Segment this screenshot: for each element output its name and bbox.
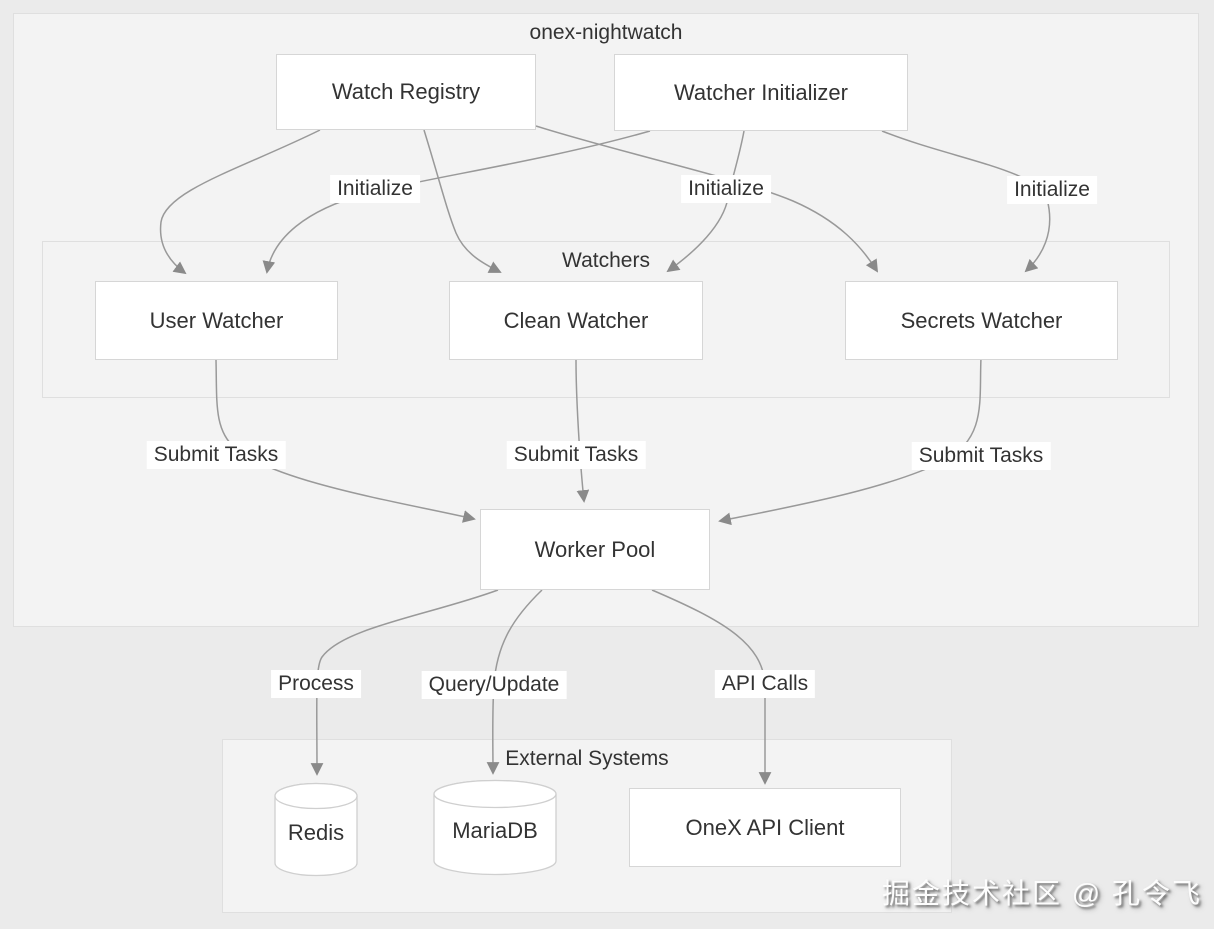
watermark: 掘金技术社区 @ 孔令飞 [882,878,1202,909]
group-title-watchers: Watchers [562,249,650,272]
node-label-redis: Redis [287,819,345,845]
group-title-external-systems: External Systems [505,747,669,770]
node-label-worker-pool: Worker Pool [534,536,656,562]
group-title-onex-nightwatch: onex-nightwatch [529,21,683,44]
node-label-mariadb: MariaDB [452,817,538,843]
edge-secrets-watcher-worker-pool [718,357,982,526]
node-watch-registry: Watch Registry [276,54,536,130]
edge-watch-registry-user-watcher [159,129,321,275]
edge-clean-watcher-worker-pool [575,359,590,503]
edge-label-initialize-2: Initialize [681,175,771,203]
edge-worker-pool-redis [310,589,499,776]
edge-label-api-calls: API Calls [714,670,816,698]
node-label-clean-watcher: Clean Watcher [503,307,649,333]
edge-label-initialize-3: Initialize [1007,176,1097,204]
node-worker-pool: Worker Pool [480,509,710,590]
node-clean-watcher: Clean Watcher [449,281,703,360]
edge-label-submit-tasks-2: Submit Tasks [506,441,646,469]
edge-label-submit-tasks-3: Submit Tasks [911,442,1051,470]
node-redis-cylinder: Redis [274,782,358,877]
edge-label-submit-tasks-1: Submit Tasks [146,441,286,469]
node-mariadb-cylinder: MariaDB [433,779,557,876]
node-user-watcher: User Watcher [95,281,338,360]
node-onex-api-client: OneX API Client [629,788,901,867]
node-secrets-watcher: Secrets Watcher [845,281,1118,360]
edge-label-process: Process [271,670,361,698]
database-cylinder-icon [274,782,358,877]
node-label-user-watcher: User Watcher [149,307,284,333]
edge-label-initialize-1: Initialize [330,175,420,203]
node-label-watcher-initializer: Watcher Initializer [673,79,848,105]
database-cylinder-icon [433,779,557,876]
edge-user-watcher-worker-pool [215,359,476,523]
edge-watch-registry-clean-watcher [423,129,502,273]
node-watcher-initializer: Watcher Initializer [614,54,908,131]
node-label-onex-api-client: OneX API Client [685,814,845,840]
edge-watcher-initializer-user-watcher [262,130,651,274]
node-label-watch-registry: Watch Registry [331,79,481,104]
node-label-secrets-watcher: Secrets Watcher [900,307,1063,333]
edge-label-query-update: Query/Update [421,671,567,699]
